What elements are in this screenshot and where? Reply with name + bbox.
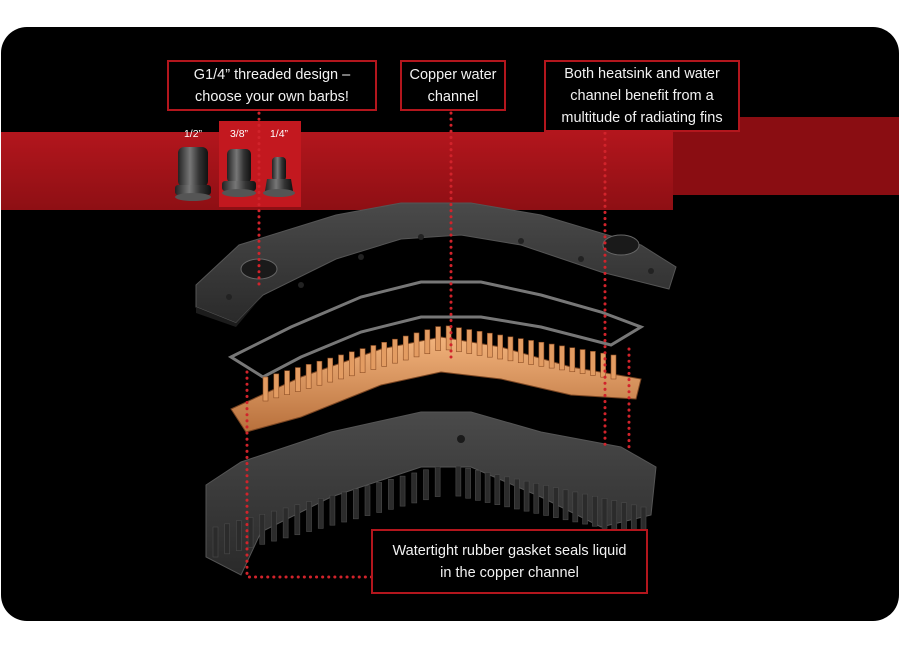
copper-fin — [284, 370, 290, 395]
heatsink-fin — [611, 500, 618, 531]
heatsink-fin — [533, 483, 540, 514]
barb-fitting-half-inch — [175, 147, 211, 201]
heatsink-fin — [423, 469, 429, 501]
copper-fin — [528, 340, 534, 365]
heatsink-fin — [399, 475, 406, 507]
copper-fin — [262, 376, 269, 402]
heatsink-fin — [212, 526, 219, 558]
leader-lines — [245, 105, 631, 579]
heatsink-fin — [484, 472, 491, 503]
heatsink-fin — [247, 517, 254, 548]
copper-fin — [392, 338, 398, 364]
heatsink-fin — [259, 513, 266, 545]
callout-threaded-design-text: G1/4” threaded design – choose your own … — [193, 66, 351, 105]
copper-fin — [338, 354, 344, 380]
copper-fin — [435, 326, 441, 351]
callout-copper-channel-text: Copper water channel — [409, 66, 497, 105]
heatsink-fin — [224, 523, 230, 555]
exploded-view-illustration — [1, 105, 899, 579]
heatsink-fin — [601, 498, 608, 529]
copper-fin — [305, 364, 312, 389]
copper-fin — [579, 349, 586, 374]
callout-radiating-fins: Both heatsink and water channel benefit … — [544, 60, 740, 132]
heatsink-fin — [353, 488, 359, 520]
red-accent-band — [1, 117, 899, 210]
heatsink-fin — [543, 485, 549, 516]
copper-fin — [349, 351, 355, 377]
copper-fin — [370, 345, 377, 370]
top-cover-plate — [195, 202, 677, 327]
heatsink-fin — [306, 501, 312, 532]
barb-label-half-inch: 1/2” — [183, 128, 203, 140]
bottom-heatsink — [205, 411, 657, 576]
copper-fin — [538, 341, 545, 367]
copper-fin — [402, 335, 409, 361]
diagram-panel: G1/4” threaded design – choose your own … — [1, 27, 899, 621]
heatsink-fin — [388, 479, 394, 510]
heatsink-fin — [376, 482, 382, 513]
callout-rubber-gasket: Watertight rubber gasket seals liquid in… — [371, 529, 648, 594]
copper-fin — [610, 354, 617, 380]
heatsink-fin — [514, 478, 520, 510]
copper-fin — [316, 360, 323, 386]
barb-fitting-three-eighths — [222, 149, 256, 197]
copper-fin — [548, 343, 555, 369]
copper-fin — [466, 329, 473, 354]
copper-fin — [424, 329, 431, 355]
leader-gasket — [245, 370, 375, 579]
heatsink-fin — [364, 485, 371, 516]
copper-fin — [507, 336, 514, 362]
heatsink-fin — [591, 495, 598, 527]
copper-fin — [456, 327, 462, 353]
copper-fin — [497, 334, 503, 360]
callout-copper-channel: Copper water channel — [400, 60, 506, 111]
heatsink-fin — [494, 474, 501, 505]
barb-label-quarter-inch: 1/4” — [269, 128, 289, 140]
heatsink-fin — [572, 491, 579, 523]
barb-fitting-quarter-inch — [263, 157, 295, 197]
heatsink-fin — [411, 472, 418, 504]
heatsink-fin — [562, 489, 569, 521]
barb-label-three-eighths: 3/8” — [229, 128, 249, 140]
heatsink-fin — [434, 466, 441, 497]
copper-fin — [413, 332, 420, 358]
copper-fin — [590, 351, 596, 376]
heatsink-fin — [553, 487, 559, 518]
heatsink-fin — [236, 520, 242, 551]
heatsink-fin — [504, 476, 510, 508]
heatsink-fin — [582, 493, 588, 525]
heatsink-fin — [317, 498, 324, 529]
heatsink-fin — [329, 494, 336, 526]
copper-fin — [487, 332, 493, 358]
copper-fin — [295, 367, 301, 392]
copper-fin — [381, 342, 387, 367]
heatsink-fin — [455, 465, 462, 497]
callout-rubber-gasket-text: Watertight rubber gasket seals liquid in… — [392, 542, 627, 581]
copper-fin — [327, 357, 334, 383]
copper-fin — [359, 348, 366, 373]
copper-water-channel — [230, 325, 642, 433]
copper-fin — [273, 373, 280, 399]
rubber-gasket — [227, 280, 645, 379]
copper-fin — [517, 338, 524, 363]
copper-fin — [559, 345, 565, 371]
copper-fin — [569, 347, 576, 373]
heatsink-fin — [475, 470, 481, 501]
callout-radiating-fins-text: Both heatsink and water channel benefit … — [561, 66, 723, 126]
heatsink-fin — [465, 467, 471, 499]
callout-threaded-design: G1/4” threaded design – choose your own … — [167, 60, 377, 111]
heatsink-fin — [282, 507, 289, 539]
copper-fin — [476, 331, 483, 356]
heatsink-fin — [523, 480, 530, 512]
heatsink-fin — [294, 504, 301, 536]
heatsink-fin — [271, 510, 277, 542]
heatsink-fin — [341, 491, 347, 523]
